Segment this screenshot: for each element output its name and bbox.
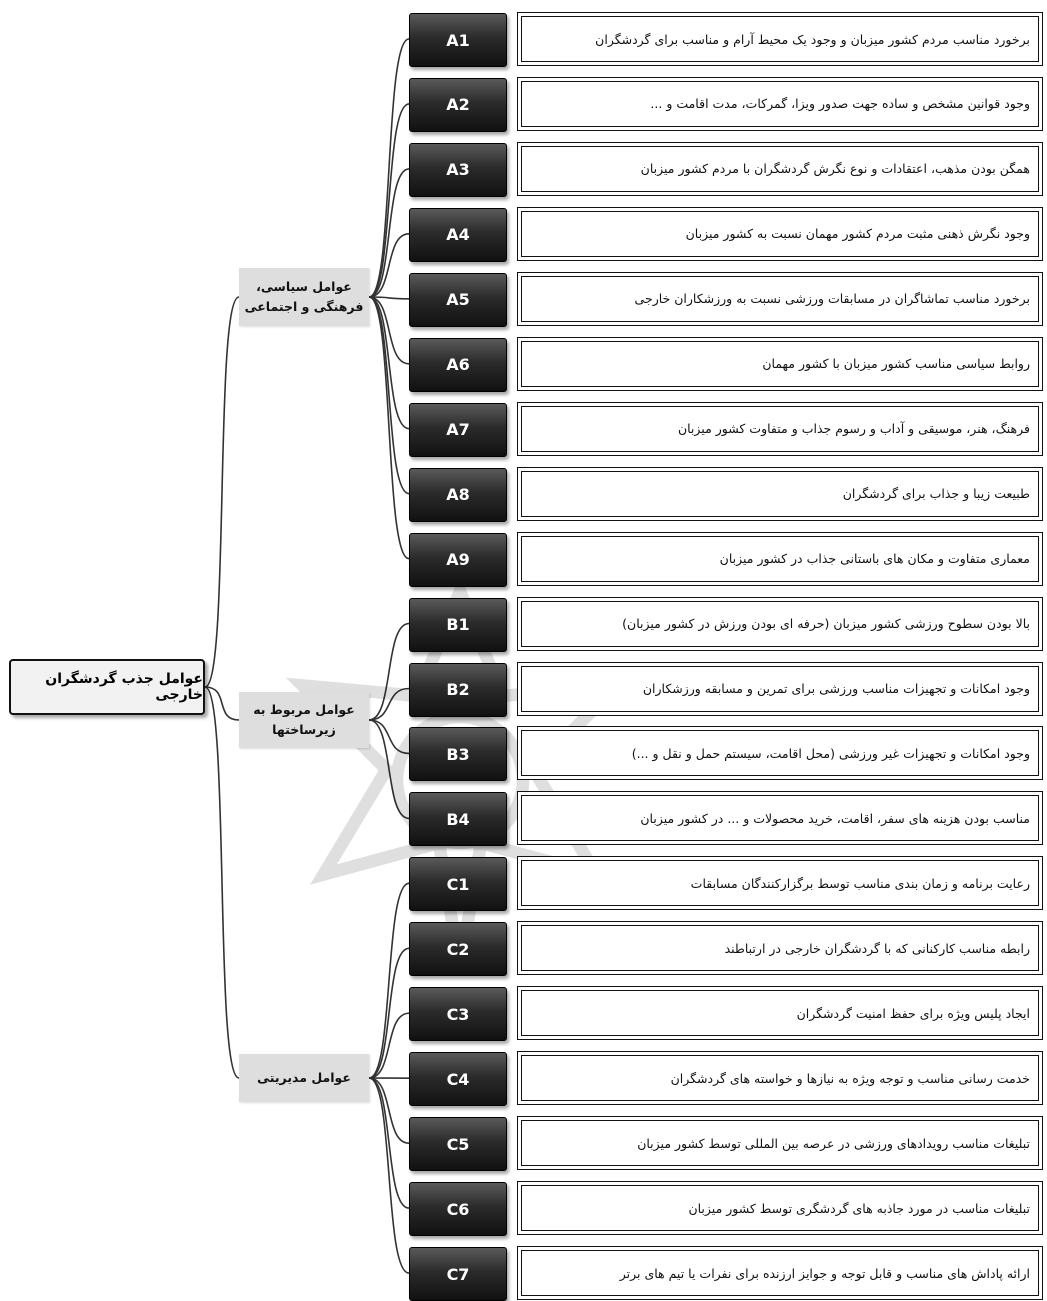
- factor-text: همگن بودن مذهب، اعتقادات و نوع نگرش گردش…: [530, 143, 1030, 195]
- connector-curve: [369, 39, 409, 297]
- connector-curve: [205, 687, 239, 1078]
- connector-curve: [205, 297, 239, 687]
- factor-text: برخورد مناسب مردم کشور میزبان و وجود یک …: [530, 13, 1030, 65]
- connector-curve: [369, 1078, 409, 1143]
- code-box: B1: [409, 598, 507, 652]
- connector-curve: [369, 234, 409, 297]
- connector-curve: [369, 169, 409, 297]
- factor-text: تبلیغات مناسب در مورد جاذبه های گردشگری …: [530, 1182, 1030, 1234]
- code-box: A6: [409, 338, 507, 392]
- factor-box: وجود نگرش ذهنی مثبت مردم کشور مهمان نسبت…: [517, 207, 1043, 261]
- factor-box: فرهنگ، هنر، موسیقی و آداب و رسوم جذاب و …: [517, 402, 1043, 456]
- factor-text: وجود امکانات و تجهیزات مناسب ورزشی برای …: [530, 663, 1030, 715]
- factor-text: رابطه مناسب کارکنانی که با گردشگران خارج…: [530, 922, 1030, 974]
- factor-box: برخورد مناسب تماشاگران در مسابقات ورزشی …: [517, 272, 1043, 326]
- factor-box: رعایت برنامه و زمان بندی مناسب توسط برگز…: [517, 856, 1043, 910]
- factor-text: خدمت رسانی مناسب و توجه ویژه به نیازها و…: [530, 1052, 1030, 1104]
- connector-curve: [369, 297, 409, 364]
- factor-box: همگن بودن مذهب، اعتقادات و نوع نگرش گردش…: [517, 142, 1043, 196]
- code-box: B4: [409, 792, 507, 846]
- connector-curve: [369, 297, 409, 559]
- code-box: A9: [409, 533, 507, 587]
- factor-text: ایجاد پلیس ویژه برای حفظ امنیت گردشگران: [530, 987, 1030, 1039]
- factor-box: برخورد مناسب مردم کشور میزبان و وجود یک …: [517, 12, 1043, 66]
- factor-text: روابط سیاسی مناسب کشور میزبان با کشور مه…: [530, 338, 1030, 390]
- category-node: عوامل مدیریتی: [239, 1054, 369, 1102]
- factor-text: تبلیغات مناسب رویدادهای ورزشی در عرصه بی…: [530, 1117, 1030, 1169]
- factor-box: روابط سیاسی مناسب کشور میزبان با کشور مه…: [517, 337, 1043, 391]
- code-box: B2: [409, 663, 507, 717]
- code-box: A4: [409, 208, 507, 262]
- factor-text: طبیعت زیبا و جذاب برای گردشگران: [530, 468, 1030, 520]
- connector-curve: [205, 687, 239, 720]
- factor-text: رعایت برنامه و زمان بندی مناسب توسط برگز…: [530, 857, 1030, 909]
- factor-box: ارائه پاداش های مناسب و قابل توجه و جوای…: [517, 1246, 1043, 1300]
- factor-text: وجود قوانین مشخص و ساده جهت صدور ویزا، گ…: [530, 78, 1030, 130]
- factor-text: ارائه پاداش های مناسب و قابل توجه و جوای…: [530, 1247, 1030, 1299]
- factor-text: معماری متفاوت و مکان های باستانی جذاب در…: [530, 533, 1030, 585]
- code-box: A8: [409, 468, 507, 522]
- connector-curve: [369, 1078, 409, 1208]
- factor-box: تبلیغات مناسب رویدادهای ورزشی در عرصه بی…: [517, 1116, 1043, 1170]
- code-box: C3: [409, 987, 507, 1041]
- code-box: C2: [409, 922, 507, 976]
- factor-box: مناسب بودن هزینه های سفر، اقامت، خرید مح…: [517, 791, 1043, 845]
- connector-curve: [369, 1013, 409, 1078]
- factor-text: وجود امکانات و تجهیزات غیر ورزشی (محل اق…: [530, 727, 1030, 779]
- factor-box: رابطه مناسب کارکنانی که با گردشگران خارج…: [517, 921, 1043, 975]
- connector-curve: [369, 297, 409, 494]
- code-box: A7: [409, 403, 507, 457]
- factor-text: فرهنگ، هنر، موسیقی و آداب و رسوم جذاب و …: [530, 403, 1030, 455]
- factor-text: مناسب بودن هزینه های سفر، اقامت، خرید مح…: [530, 792, 1030, 844]
- factor-box: خدمت رسانی مناسب و توجه ویژه به نیازها و…: [517, 1051, 1043, 1105]
- factor-box: ایجاد پلیس ویژه برای حفظ امنیت گردشگران: [517, 986, 1043, 1040]
- code-box: C6: [409, 1182, 507, 1236]
- root-node: عوامل جذب گردشگران خارجی: [9, 659, 205, 715]
- factor-text: بالا بودن سطوح ورزشی کشور میزبان (حرفه ا…: [530, 598, 1030, 650]
- code-box: A5: [409, 273, 507, 327]
- code-box: A3: [409, 143, 507, 197]
- factor-box: تبلیغات مناسب در مورد جاذبه های گردشگری …: [517, 1181, 1043, 1235]
- factor-box: معماری متفاوت و مکان های باستانی جذاب در…: [517, 532, 1043, 586]
- code-box: C5: [409, 1117, 507, 1171]
- code-box: B3: [409, 727, 507, 781]
- factor-box: طبیعت زیبا و جذاب برای گردشگران: [517, 467, 1043, 521]
- factor-box: بالا بودن سطوح ورزشی کشور میزبان (حرفه ا…: [517, 597, 1043, 651]
- code-box: A2: [409, 78, 507, 132]
- factor-box: وجود امکانات و تجهیزات غیر ورزشی (محل اق…: [517, 726, 1043, 780]
- category-node: عوامل مربوط به زیرساختها: [239, 692, 369, 748]
- factor-text: وجود نگرش ذهنی مثبت مردم کشور مهمان نسبت…: [530, 208, 1030, 260]
- code-box: A1: [409, 13, 507, 67]
- factor-text: برخورد مناسب تماشاگران در مسابقات ورزشی …: [530, 273, 1030, 325]
- category-node: عوامل سیاسی، فرهنگی و اجتماعی: [239, 268, 369, 326]
- code-box: C1: [409, 857, 507, 911]
- code-box: C4: [409, 1052, 507, 1106]
- factor-box: وجود قوانین مشخص و ساده جهت صدور ویزا، گ…: [517, 77, 1043, 131]
- factor-box: وجود امکانات و تجهیزات مناسب ورزشی برای …: [517, 662, 1043, 716]
